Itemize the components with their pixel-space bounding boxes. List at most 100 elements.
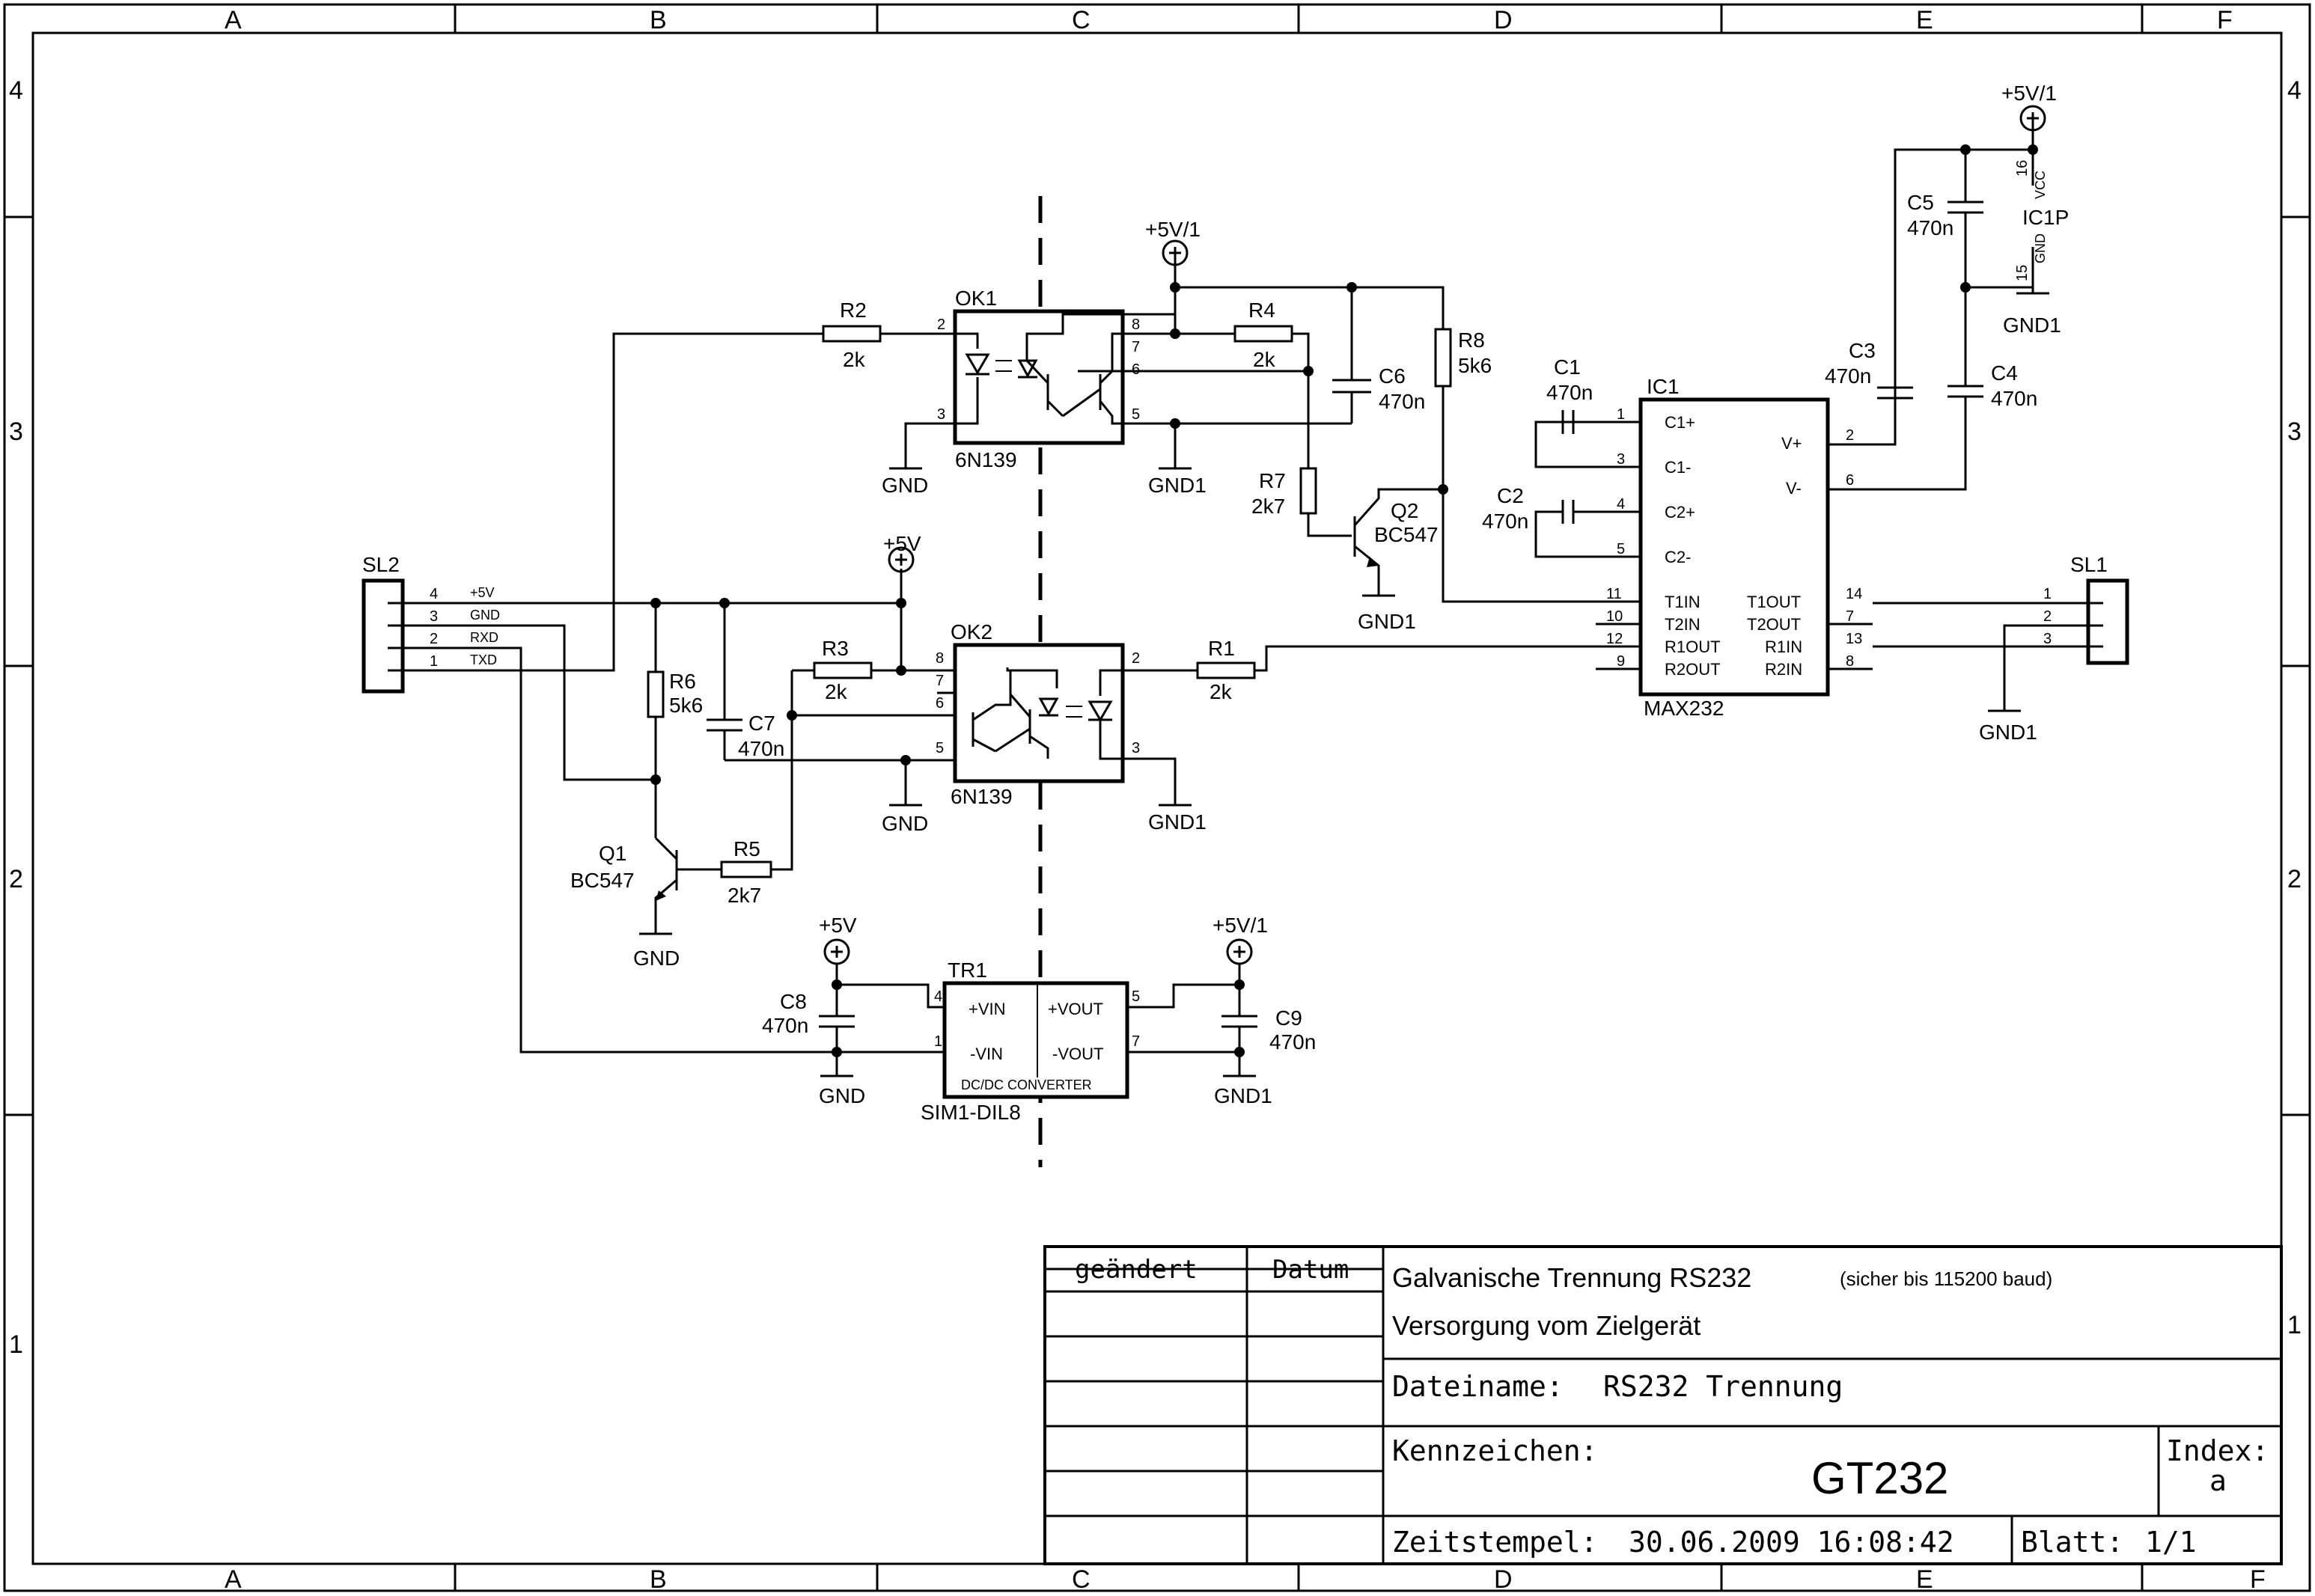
sl1-name: SL1 (2070, 553, 2108, 576)
ic1-pin-r2in-name: R2IN (1765, 660, 1802, 679)
ok1-pin7: 7 (1132, 339, 1140, 355)
zone-row-4-left: 4 (9, 76, 23, 105)
zone-row-2-right: 2 (2287, 865, 2302, 893)
c2-value: 470n (1482, 510, 1528, 533)
ic1-pin-r1in-name: R1IN (1765, 638, 1802, 656)
zone-col-f-top: F (2217, 6, 2233, 34)
q1-name: Q1 (599, 842, 626, 865)
r5-value: 2k7 (728, 884, 761, 907)
resistor-r2: R2 2k (614, 299, 930, 371)
tb-code-label: Kennzeichen: (1392, 1434, 1598, 1467)
sl2-name: SL2 (362, 553, 400, 576)
tb-filename-label: Dateiname: (1392, 1370, 1564, 1403)
ok2-gnd1-label: GND1 (1148, 810, 1207, 834)
sl1-gnd1-label: GND1 (1979, 721, 2037, 744)
zone-row-1-left: 1 (9, 1330, 23, 1359)
tr1-vout-p: +VOUT (1048, 1000, 1103, 1018)
ok2-value: 6N139 (951, 785, 1013, 808)
zone-col-f-bottom: F (2250, 1565, 2266, 1594)
ic1p-vcc: VCC (2033, 171, 2048, 199)
ic1-pin8: 8 (1846, 653, 1854, 670)
tb-date-header: Datum (1272, 1255, 1349, 1285)
ic1-power-pins: +5V/1 16 VCC IC1P 15 GND GND1 (1965, 82, 2069, 337)
r7-name: R7 (1259, 469, 1286, 492)
zone-row-2-left: 2 (9, 865, 23, 893)
zone-row-3-left: 3 (9, 418, 23, 446)
zone-row-3-right: 3 (2287, 418, 2302, 446)
c8-gnd-label: GND (819, 1084, 865, 1107)
r5-name: R5 (733, 837, 760, 860)
capacitor-c2: C2 470n (1482, 484, 1596, 558)
ok1-pin3: 3 (937, 406, 945, 423)
ic1-pin10: 10 (1606, 608, 1623, 625)
resistor-r1: R1 2k (1123, 637, 1596, 703)
tr1-inner: DC/DC CONVERTER (961, 1077, 1092, 1092)
ok1-secondary: +5V/1 GND1 (1123, 218, 1445, 497)
tb-code-value: GT232 (1811, 1453, 1948, 1503)
c9-value: 470n (1269, 1030, 1316, 1054)
zone-col-b-top: B (650, 6, 667, 34)
capacitor-c6: C6 470n (1332, 287, 1425, 424)
ok2-primary: +5V GND (725, 532, 955, 871)
tb-title-note: (sicher bis 115200 baud) (1840, 1268, 2052, 1290)
capacitor-c8: +5V C8 470n GND (762, 914, 865, 1107)
resistor-r7: R7 2k7 (1251, 467, 1352, 537)
ic1-pin12: 12 (1606, 631, 1623, 647)
q2-gnd1-label: GND1 (1358, 610, 1416, 633)
q1-value: BC547 (570, 869, 635, 892)
transistor-q2: Q2 BC547 GND1 (1353, 488, 1443, 633)
c5-value: 470n (1907, 216, 1953, 239)
capacitor-c3: C3 470n (1825, 148, 1965, 446)
zone-col-a-bottom: A (225, 1565, 242, 1594)
ok1-pin8: 8 (1132, 317, 1140, 333)
ic1-pin-r1out-name: R1OUT (1665, 638, 1721, 656)
r4-value: 2k (1253, 348, 1276, 371)
zone-col-c-top: C (1072, 6, 1091, 34)
ok1-name: OK1 (955, 287, 997, 310)
sl2-signal-gnd: GND (470, 608, 500, 623)
ic1-pin3: 3 (1617, 451, 1625, 468)
zone-row-1-right: 1 (2287, 1311, 2302, 1339)
ic1p-gnd: GND (2033, 233, 2048, 263)
tr1-pin5: 5 (1132, 988, 1140, 1005)
tr1-pin7: 7 (1132, 1033, 1140, 1050)
ic1-pin4: 4 (1617, 496, 1625, 513)
c7-name: C7 (748, 712, 775, 735)
ok2-name: OK2 (951, 620, 992, 643)
ic1-pin13: 13 (1846, 631, 1862, 647)
ic1-pin9: 9 (1617, 653, 1625, 670)
ok2-pin8: 8 (936, 650, 944, 667)
ok1-value: 6N139 (955, 448, 1017, 471)
r7-value: 2k7 (1251, 495, 1285, 518)
ok1-gnd-label: GND (882, 474, 928, 497)
ok2-pin6: 6 (936, 695, 944, 712)
tr1-vin-p: +VIN (969, 1000, 1006, 1018)
c9-name: C9 (1275, 1006, 1302, 1030)
ic1p-5v1-label: +5V/1 (2001, 82, 2057, 105)
r3-value: 2k (825, 680, 848, 703)
drawing-frame: A B C D E F A B C D E F 4 3 2 1 4 3 2 1 (3, 3, 2311, 1594)
tb-timestamp-value: 30.06.2009 16:08:42 (1629, 1526, 1954, 1559)
ic1-pin6: 6 (1846, 472, 1854, 489)
ok1-ground: GND (882, 422, 930, 497)
ic1-pin11: 11 (1606, 586, 1622, 602)
r1-value: 2k (1210, 680, 1233, 703)
tb-filename-value: RS232 Trennung (1603, 1370, 1843, 1403)
ok1-5v1-label: +5V/1 (1145, 218, 1201, 241)
zone-col-c-bottom: C (1072, 1565, 1091, 1594)
capacitor-c1: C1 470n (1534, 355, 1596, 468)
sl2-signal-5v: +5V (470, 585, 495, 600)
r3-name: R3 (822, 637, 849, 660)
ic1-pin-vp-name: V+ (1781, 434, 1802, 453)
transistor-q1: Q1 BC547 GND (570, 837, 722, 970)
ic1-pin-vm-name: V- (1786, 479, 1802, 498)
c8-name: C8 (780, 990, 807, 1013)
sl2-signal-rxd: RXD (470, 630, 498, 645)
sl1-pin1: 1 (2043, 586, 2052, 602)
q2-value: BC547 (1374, 523, 1439, 546)
ok2-pin5: 5 (936, 740, 944, 756)
tb-sheet-value: 1/1 (2145, 1526, 2197, 1559)
sl2-wiring (403, 332, 945, 1054)
r8-value: 5k6 (1458, 354, 1492, 377)
